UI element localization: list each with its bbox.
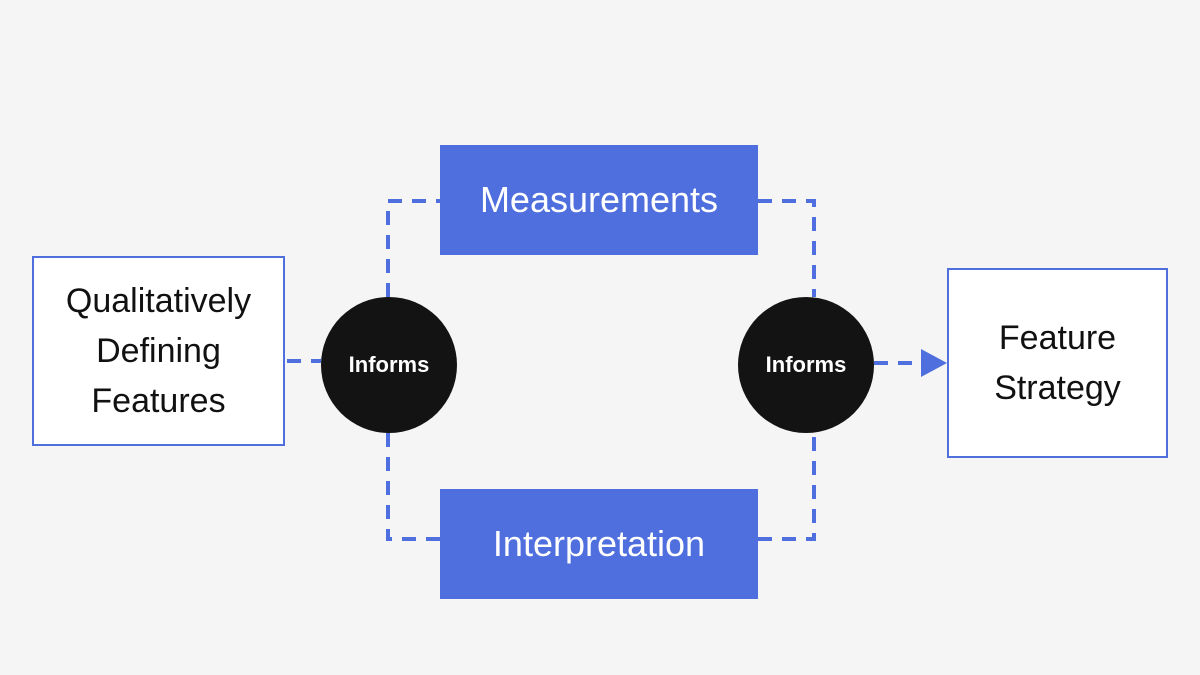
connector-measurements-to-informs-right <box>758 199 816 297</box>
node-label: Feature Strategy <box>994 319 1121 407</box>
node-qualitatively-defining-features: Qualitatively Defining Features <box>32 256 285 446</box>
node-label: Measurements <box>479 179 719 220</box>
node-informs-right: Informs <box>738 297 874 433</box>
connector-informs-left-to-interpretation <box>386 433 440 541</box>
connector-interpretation-to-informs-right <box>758 433 816 541</box>
node-label: Informs <box>348 352 430 377</box>
node-informs-left: Informs <box>321 297 457 433</box>
connector-informs-left-to-measurements <box>386 199 440 297</box>
arrowhead-icon <box>921 349 947 377</box>
node-interpretation: Interpretation <box>440 489 758 599</box>
node-label: Informs <box>765 352 847 377</box>
node-label: Qualitatively Defining Features <box>65 282 252 420</box>
node-label: Interpretation <box>492 523 706 564</box>
node-feature-strategy: Feature Strategy <box>947 268 1168 458</box>
node-measurements: Measurements <box>440 145 758 255</box>
